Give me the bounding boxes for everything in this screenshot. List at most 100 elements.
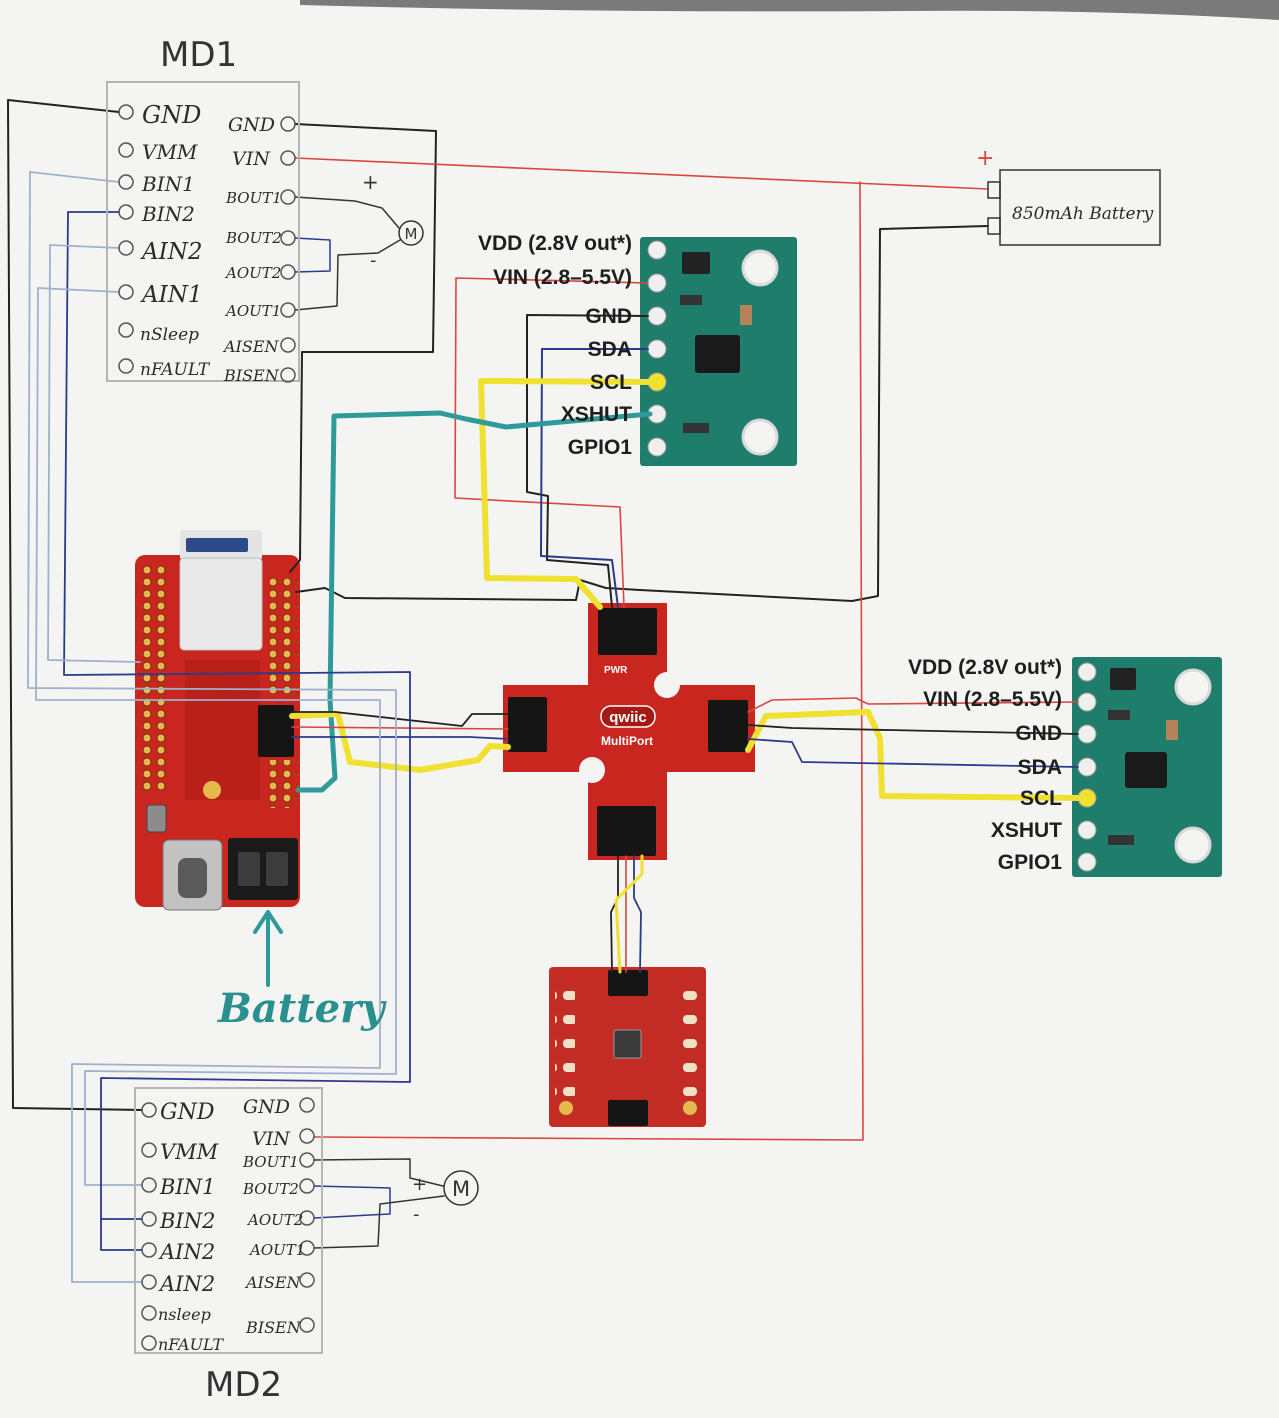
md1-title: MD1 [160,35,237,75]
md1-pin-vmm [118,142,134,158]
md1-label-gnd-right: GND [228,114,275,136]
md1-box [106,81,300,382]
motor-1-minus: - [370,250,377,271]
wire-md1-bin1 [27,171,397,1186]
multiport-power-label: PWR [604,665,628,676]
md2-pin-vin [299,1128,315,1144]
md1-pin-ain1 [118,284,134,300]
md2-box [134,1087,323,1354]
pin-header-right-bottom [270,760,298,808]
imu-pads-left [555,990,575,1110]
md1-label-bin1: BIN1 [141,172,195,196]
tof-sensor-1-board [640,237,797,466]
wire-imu-yellow [614,854,644,974]
md1-label-bisen: BISEN [223,366,280,385]
multiport-cutout-lower [579,757,605,783]
wire-tof1-vin [454,277,649,608]
md2-label-ain2-b: AIN2 [158,1272,215,1296]
pin-header-right-top [270,578,298,698]
wire-md1-gnd-to-board [289,123,437,573]
wire-tof1-sda [540,348,649,608]
md2-pin-ain2-b [141,1274,157,1290]
md2-label-bout2: BOUT2 [242,1180,299,1198]
sensor-1-chip [695,335,740,373]
multiport-connector-bottom [597,806,656,856]
sensor-1-label-gpio1: GPIO1 [568,436,633,459]
imu-mount-hole-left [559,1101,573,1115]
wire-tof1-gnd [526,314,649,608]
sensor-1-label-sda: SDA [588,338,632,361]
motor-1: M + - [362,170,424,271]
qwiic-multiport-board: PWR qwiic MultiPort [503,603,755,860]
sensor-1-mount-hole-top [741,249,779,287]
battery-body [999,169,1161,246]
md1-pin-bisen [280,367,296,383]
battery-label: 850mAh Battery [1012,204,1154,224]
motor-driver-2: GND VMM BIN1 BIN2 AIN2 AIN2 nsleep nFAUL… [134,1087,323,1405]
md2-pin-bin2 [141,1211,157,1227]
multiport-pcb [503,603,755,860]
wire-imu-navy [633,855,642,973]
imu-connector-bottom [608,1100,648,1126]
wire-tof2-vin [747,697,1079,713]
sensor-2-component-c [1108,835,1134,845]
md2-label-aisen: AISEN [244,1273,302,1292]
wire-vin-md2 [313,181,864,1141]
md1-label-bout1: BOUT1 [225,189,282,207]
md2-title: MD2 [205,1365,282,1405]
md1-label-nsleep: nSleep [140,325,199,345]
md1-pin-gnd-left [118,104,134,120]
sensor-1-component-a [680,295,702,305]
wire-tof2-scl [745,709,1081,801]
multiport-connector-top [598,608,657,655]
imu-mount-hole-right [683,1101,697,1115]
sensor-1-pad-gnd [647,306,667,326]
md1-pin-bin1 [118,174,134,190]
sensor-2-pad-sda [1077,757,1097,777]
md2-pin-gnd-right [299,1097,315,1113]
sensor-1-label-vdd: VDD (2.8V out*) [478,232,632,255]
md1-pin-bout1 [280,189,296,205]
pin-header-left [139,565,169,793]
md2-pin-bisen [299,1317,315,1333]
md2-label-bisen: BISEN [245,1318,302,1337]
sensor-1-label-scl: SCL [590,371,632,394]
silk-area [185,660,260,800]
imu-connector-top [608,970,648,996]
sensor-2-regulator [1110,668,1136,690]
multiport-connector-left [508,697,547,752]
motor-2-label: M [452,1177,470,1201]
jst-socket-1 [238,852,260,886]
multiport-cutout-upper [654,672,680,698]
reset-button [146,804,167,833]
md1-pin-aout1 [280,302,296,318]
md1-pin-aisen [280,337,296,353]
sensor-2-mount-hole-top [1174,668,1212,706]
md2-pin-bin1 [141,1177,157,1193]
wire-board-qwiic-yellow [289,711,511,773]
wire-tof2-gnd [747,724,1079,735]
md2-label-aout1: AOUT1 [248,1241,305,1259]
sensor-1-pin-pads [647,240,667,457]
module-shield [179,557,263,651]
md1-label-aout1: AOUT1 [224,302,281,320]
board-battery-note: Battery [217,910,387,1032]
motor-2-symbol [443,1170,479,1206]
md1-label-ain2: AIN2 [140,239,202,265]
sensor-2-pad-gpio1 [1077,852,1097,872]
sensor-1-pad-sda [647,339,667,359]
wire-board-qwiic-black [291,711,509,727]
sensor-2-label-xshut: XSHUT [991,819,1062,842]
sensor-2-label-vin: VIN (2.8–5.5V) [923,688,1062,711]
md1-pin-nsleep [118,322,134,338]
wire-battery-negative [295,225,989,602]
md1-label-ain1: AIN1 [140,282,202,308]
md1-label-nfault: nFAULT [140,360,211,380]
wire-board-qwiic-red [291,726,509,730]
wire-md2-ain2-branch [100,1218,143,1251]
sensor-2-label-scl: SCL [1020,787,1062,810]
sensor-2-chip [1125,752,1167,788]
wire-md2-aout1 [313,1195,445,1249]
wire-md2-bout1 [313,1158,444,1187]
